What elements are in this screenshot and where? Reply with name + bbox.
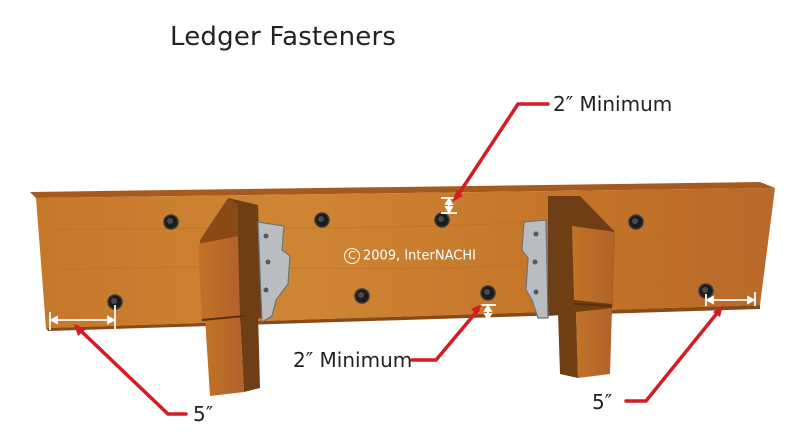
diagram-title: Ledger Fasteners [170,22,397,52]
right-edge-distance-label: 5″ [592,390,613,414]
ledger-top-face [30,182,775,198]
leader-lines [74,102,723,416]
left-edge-distance-label: 5″ [193,402,214,426]
joist-hanger-icon [521,219,549,319]
left-joist [198,198,262,396]
copyright-text: 2009, InterNACHI [363,248,476,264]
copyright-icon: C [344,248,360,264]
bottom-minimum-label: 2″ Minimum [293,348,413,372]
dimension-markers [48,197,757,330]
top-minimum-label: 2″ Minimum [553,92,673,116]
wood-grain [49,219,759,291]
joist-hanger-icon [257,221,291,324]
right-joist [548,196,615,378]
bolt-hole-shading [111,216,708,304]
